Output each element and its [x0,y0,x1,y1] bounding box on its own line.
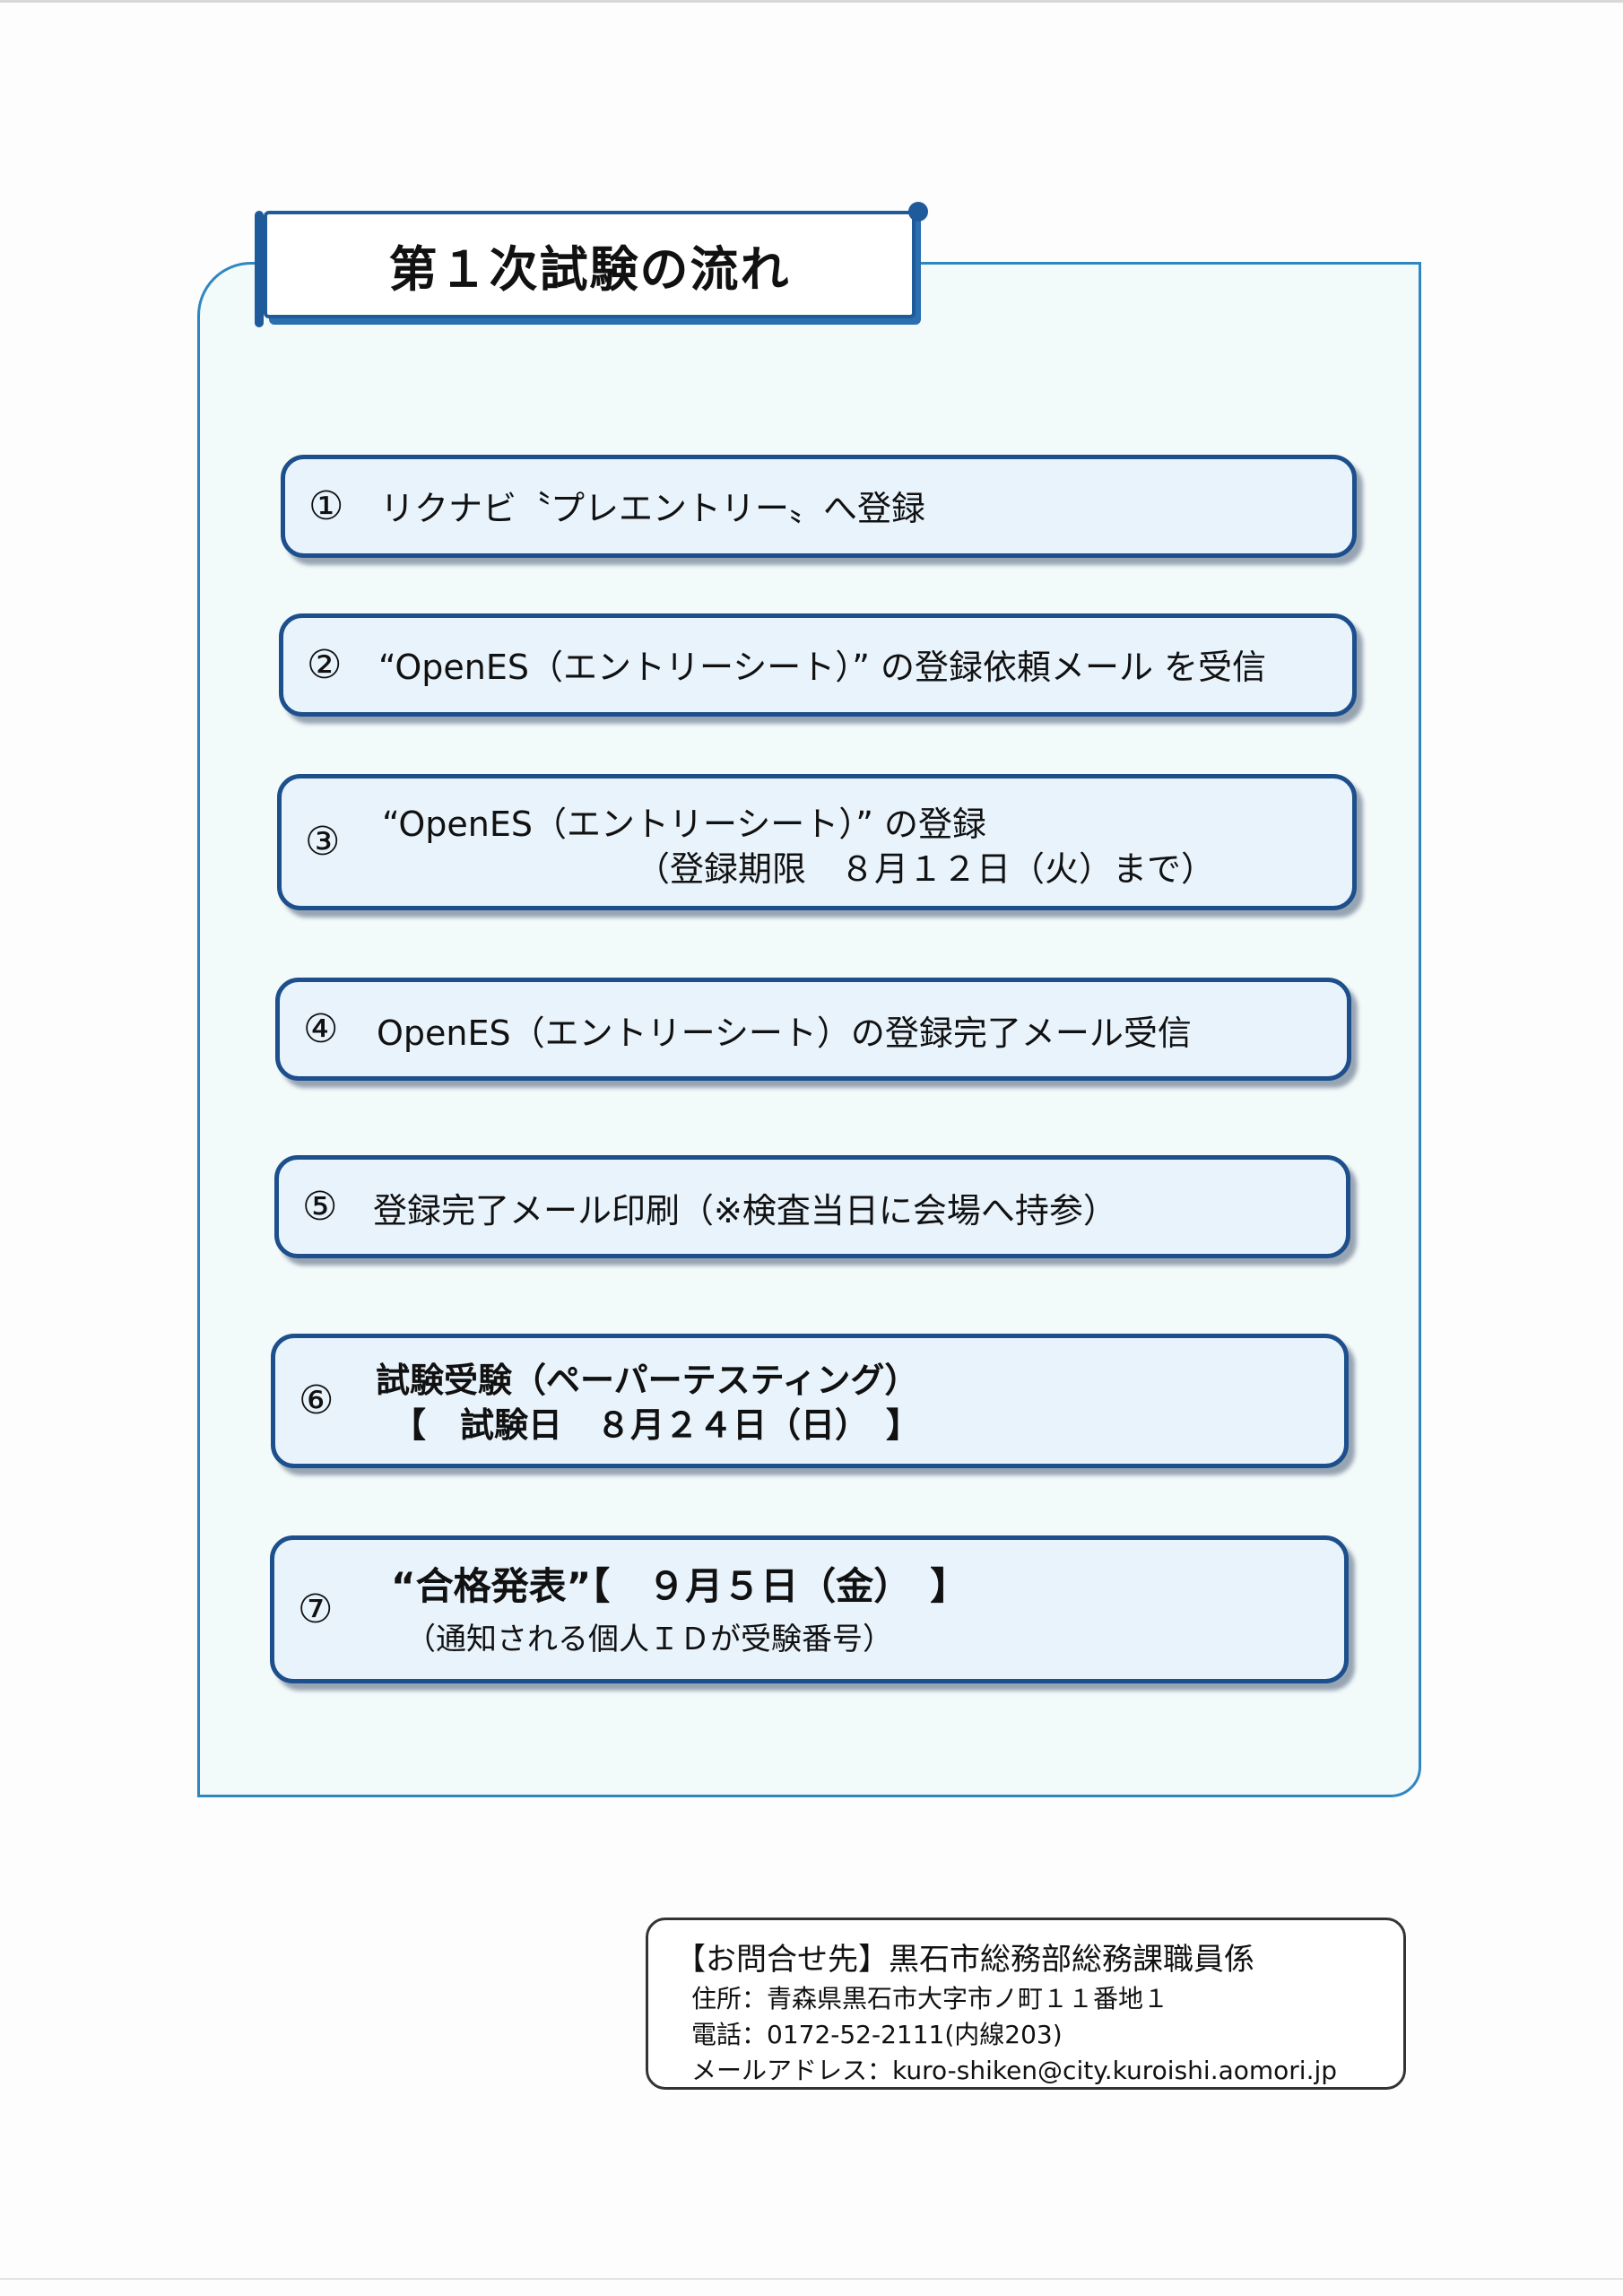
step-note: （通知される個人ＩＤが受験番号） [405,1622,893,1657]
step-number: ① [308,483,344,529]
step-number: ② [307,641,343,688]
step-text: “合格発表”【 ９月５日（金） 】 [391,1564,968,1608]
step-3: ③ “OpenES（エントリーシート）” の登録 （登録期限 ８月１２日（火）ま… [277,774,1357,910]
title-tab: 第１次試験の流れ [255,202,928,327]
contact-email: メールアドレス：kuro-shiken@city.kuroishi.aomori… [691,2056,1338,2085]
step-number: ⑦ [298,1586,334,1632]
step-text: リクナビ〝プレエントリー〟へ登録 [380,489,926,528]
step-text: OpenES（エントリーシート）の登録完了メール受信 [377,1013,1192,1053]
step-text: 登録完了メール印刷（※検査当日に会場へ持参） [373,1191,1117,1231]
step-7: ⑦ “合格発表”【 ９月５日（金） 】 （通知される個人ＩＤが受験番号） [270,1535,1349,1683]
contact-address: 住所：青森県黒石市大字市ノ町１１番地１ [691,1984,1169,2013]
step-2: ② “OpenES（エントリーシート）” の登録依頼メール を受信 [279,613,1357,717]
contact-phone: 電話：0172-52-2111(内線203) [691,2020,1063,2049]
contact-heading: 【お問合せ先】黒石市総務部総務課職員係 [675,1942,1254,1978]
step-6: ⑥ 試験受験（ペーパーテスティング） 【 試験日 ８月２４日（日） 】 [271,1334,1349,1468]
step-number: ④ [303,1005,339,1052]
step-number: ③ [305,819,341,865]
contact-box: 【お問合せ先】黒石市総務部総務課職員係 住所：青森県黒石市大字市ノ町１１番地１ … [646,1918,1406,2090]
page-bottom-rule [0,2278,1623,2280]
page-title: 第１次試験の流れ [388,240,791,298]
step-1: ① リクナビ〝プレエントリー〟へ登録 [281,455,1357,558]
step-deadline-text: （登録期限 ８月１２日（火）まで） [636,849,1216,889]
step-number: ⑤ [302,1183,338,1230]
step-5: ⑤ 登録完了メール印刷（※検査当日に会場へ持参） [274,1155,1350,1258]
step-4: ④ OpenES（エントリーシート）の登録完了メール受信 [275,978,1351,1081]
step-text: “OpenES（エントリーシート）” の登録依頼メール を受信 [378,648,1267,687]
step-exam-date: 【 試験日 ８月２４日（日） 】 [392,1405,921,1445]
step-text: “OpenES（エントリーシート）” の登録 [382,804,986,844]
page-top-rule [0,0,1623,3]
step-number: ⑥ [299,1378,334,1423]
step-text: 試験受験（ペーパーテスティング） [376,1361,919,1400]
